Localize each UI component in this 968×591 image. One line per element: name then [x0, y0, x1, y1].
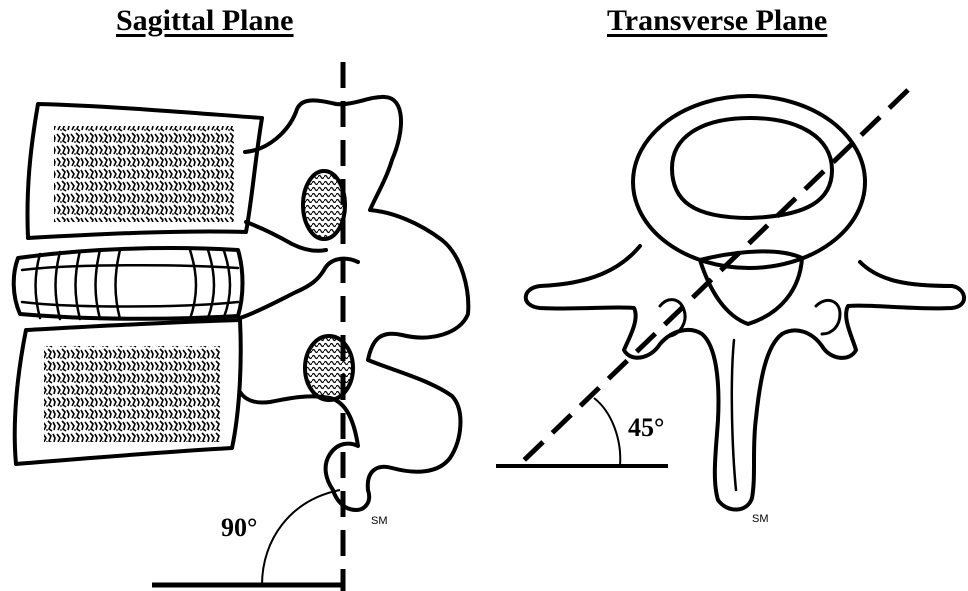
transverse-angle-arc	[594, 398, 620, 466]
intervertebral-disc	[14, 248, 243, 319]
upper-body-trabecular	[54, 126, 234, 222]
sagittal-signature: SM	[371, 515, 388, 527]
right-articular-process	[816, 300, 840, 334]
disc-rings	[22, 250, 238, 319]
transverse-signature: SM	[752, 513, 769, 525]
sagittal-vertebra-drawing	[14, 97, 469, 510]
upper-facet-joint	[303, 171, 345, 239]
sagittal-angle-arc	[262, 490, 340, 585]
transverse-vertebra-drawing	[526, 96, 964, 510]
spinous-inner-line	[732, 340, 736, 490]
posterior-elements-outline	[240, 97, 468, 510]
vertebral-body-inner	[672, 118, 832, 218]
sagittal-angle-label: 90°	[221, 513, 257, 542]
lower-body-trabecular	[44, 346, 220, 442]
transverse-angle-label: 45°	[628, 413, 664, 442]
lower-facet-joint	[305, 336, 353, 400]
transverse-oblique-dashed-line	[518, 90, 908, 466]
neural-arch-outline	[526, 246, 964, 510]
